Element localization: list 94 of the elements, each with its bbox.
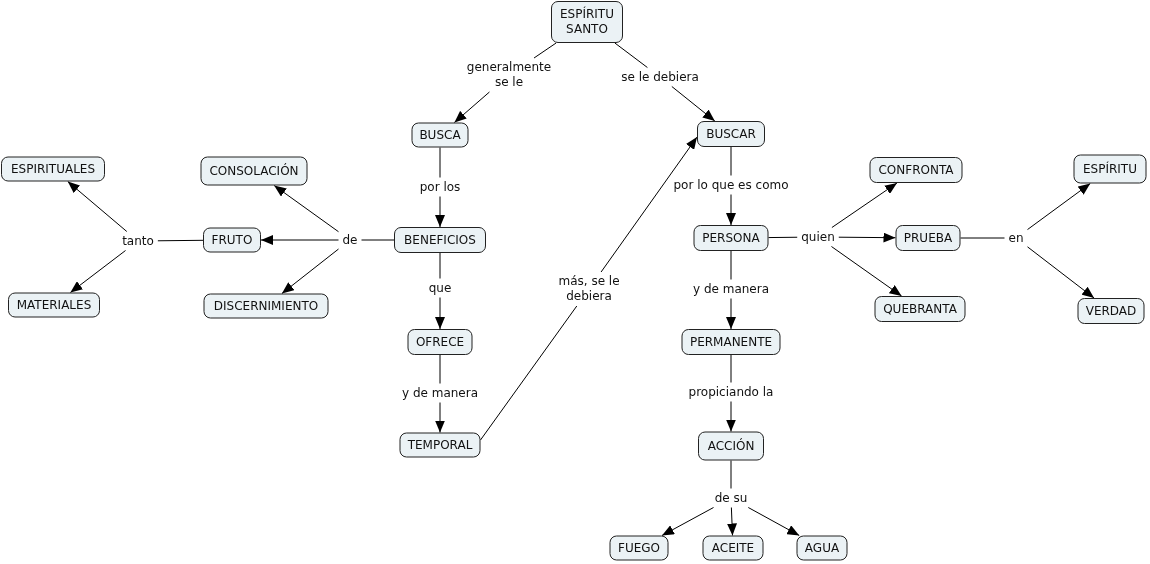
concept-label: BUSCA [419, 127, 461, 143]
connector-line [960, 237, 1005, 239]
linking-phrase: por lo que es como [669, 175, 793, 195]
concept-label: ACEITE [711, 540, 755, 556]
arrow [838, 232, 896, 243]
linking-phrase: propiciando la [684, 382, 778, 402]
concept-box [411, 122, 469, 148]
arrow [435, 402, 445, 433]
connector-line [439, 354, 441, 384]
concept-label: ACCIÓN [707, 438, 755, 454]
arrow [727, 507, 737, 536]
concept-label: BUSCAR [706, 126, 756, 142]
concept-label: FRUTO [211, 232, 253, 248]
concept-label: DISCERNIMIENTO [213, 298, 319, 314]
linking-phrase: en [1004, 228, 1028, 248]
connector-line [480, 305, 578, 441]
concept-box [407, 329, 473, 355]
concept-box [697, 121, 765, 147]
arrow [453, 91, 490, 123]
concept-label: CONFRONTA [878, 162, 954, 178]
concept-label: PRUEBA [903, 230, 953, 246]
linking-phrase: quien [797, 227, 839, 247]
linking-phrase: más, se le debiera [551, 272, 627, 306]
linking-phrase: de [338, 230, 362, 250]
connector-line [439, 252, 441, 279]
concept-box [702, 535, 764, 561]
concept-label: QUEBRANTA [883, 301, 957, 317]
concept-box [200, 156, 308, 186]
linking-phrase: generalmente se le [461, 58, 557, 92]
concept-box [796, 535, 848, 561]
concept-box [399, 432, 481, 458]
arrow [726, 194, 736, 226]
concept-label: BENEFICIOS [404, 232, 476, 248]
connector-line [533, 42, 557, 59]
arrow [830, 246, 903, 297]
concept-label: ESPÍRITU SANTO [559, 7, 615, 37]
linking-phrase: que [424, 278, 456, 298]
concept-box [681, 329, 781, 355]
arrow [726, 298, 736, 330]
linking-phrase: por los [415, 177, 465, 197]
connector-line [730, 354, 732, 383]
linking-phrase: y de manera [688, 279, 774, 299]
concept-label: ESPÍRITU [1083, 161, 1137, 177]
concept-label: AGUA [804, 540, 840, 556]
concept-label: PERSONA [702, 230, 760, 246]
connector-line [439, 147, 441, 178]
concept-label: PERMANENTE [689, 334, 773, 350]
arrow [281, 248, 339, 294]
concept-label: ESPIRITUALES [10, 161, 96, 177]
concept-box [551, 1, 623, 43]
connector-line [730, 460, 732, 489]
concept-label: MATERIALES [16, 297, 92, 313]
linking-phrase: tanto [118, 231, 158, 251]
concept-box [869, 157, 963, 183]
arrow [67, 181, 128, 232]
concept-label: OFRECE [415, 334, 465, 350]
arrow [600, 136, 698, 273]
concept-box [1077, 298, 1145, 324]
connector-line [157, 239, 204, 242]
connector-line [768, 236, 798, 239]
concept-label: CONSOLACIÓN [209, 163, 299, 179]
concept-box [203, 227, 261, 253]
arrow [260, 235, 339, 245]
concept-box [1, 156, 105, 182]
connector-line [730, 146, 732, 176]
connector-line [730, 250, 732, 280]
arrow [726, 401, 736, 432]
arrow [435, 297, 445, 330]
concept-box [693, 225, 769, 251]
arrow [273, 185, 339, 233]
concept-label: FUEGO [618, 540, 660, 556]
arrow [671, 86, 716, 122]
arrow [1027, 246, 1095, 299]
concept-box [8, 292, 100, 318]
concept-box [895, 225, 961, 251]
arrow [661, 507, 714, 536]
linking-phrase: y de manera [397, 383, 483, 403]
arrow [69, 250, 127, 293]
arrow [1027, 183, 1091, 231]
concept-box [1073, 154, 1147, 184]
concept-box [698, 431, 764, 461]
linking-phrase: de su [710, 488, 752, 508]
arrow [747, 507, 800, 536]
concept-box [609, 535, 669, 561]
concept-label: VERDAD [1085, 303, 1137, 319]
linking-phrase: se le debiera [617, 67, 703, 87]
concept-box [874, 296, 966, 322]
arrow [435, 196, 445, 228]
connector-line [614, 42, 648, 68]
connector-line [361, 239, 395, 241]
arrow [831, 182, 898, 228]
concept-box [203, 293, 329, 319]
concept-box [394, 227, 486, 253]
concept-label: TEMPORAL [407, 437, 473, 453]
